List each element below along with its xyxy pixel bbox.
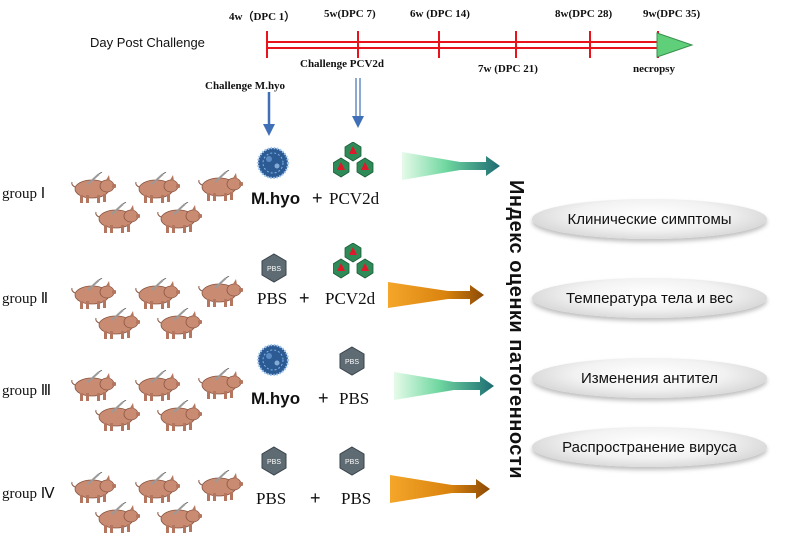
- challenge-mhyo-label: Challenge M.hyo: [205, 80, 286, 92]
- week-label-4w: 4w（DPC 1）: [229, 11, 296, 23]
- indicator-temperature-weight: Температура тела и вес: [532, 278, 767, 318]
- pig-icon: [94, 400, 140, 432]
- group-4-agent2: PBS: [341, 489, 372, 508]
- indicator-clinical-signs: Клинические симптомы: [532, 199, 767, 239]
- necropsy-label: necropsy: [633, 63, 675, 75]
- svg-text:PBS: PBS: [267, 266, 281, 273]
- group-3-arrow: [394, 372, 494, 400]
- group-4-plus: +: [310, 488, 321, 508]
- group-2-plus: +: [299, 288, 310, 308]
- pcv2d-challenge-arrow: [352, 78, 364, 128]
- pig-icon: [197, 368, 243, 400]
- pig-icon: [197, 170, 243, 202]
- timeline-axis-label: Day Post Challenge: [90, 35, 205, 50]
- group-4-agent1: PBS: [256, 489, 287, 508]
- group-2-agent2: PCV2d: [325, 289, 376, 308]
- group-2-pigs: [68, 256, 243, 341]
- challenge-pcv2d-label: Challenge PCV2d: [300, 58, 385, 70]
- group-3-agent1: M.hyo: [251, 389, 301, 408]
- group-2-arrow: [388, 282, 484, 308]
- pig-icon: [94, 202, 140, 234]
- group-2-agent1: PBS: [257, 289, 288, 308]
- week-label-7w: 7w (DPC 21): [478, 63, 538, 75]
- week-label-6w: 6w (DPC 14): [410, 8, 470, 20]
- timeline-arrowhead: [656, 32, 694, 58]
- pig-icon: [94, 308, 140, 340]
- svg-text:PBS: PBS: [345, 459, 359, 466]
- pig-icon: [156, 400, 202, 432]
- group-1-agent1: M.hyo: [251, 189, 301, 208]
- group-4-label: group Ⅳ: [2, 486, 55, 502]
- group-3-plus: +: [318, 388, 329, 408]
- pig-icon: [156, 308, 202, 340]
- pbs-icon: PBS: [339, 346, 365, 376]
- pcv2d-icon: [333, 243, 375, 279]
- group-2-label: group Ⅱ: [2, 291, 49, 307]
- pig-icon: [197, 276, 243, 308]
- week-label-9w: 9w(DPC 35): [643, 8, 701, 20]
- pig-icon: [134, 370, 180, 402]
- pig-icon: [70, 278, 116, 310]
- group-3-pigs: [68, 348, 243, 433]
- group-1-label: group Ⅰ: [2, 186, 46, 202]
- pig-icon: [70, 370, 116, 402]
- group-3-agent2: PBS: [339, 389, 370, 408]
- pathogenicity-index-title: Индекс оценки патогенности: [505, 180, 527, 480]
- group-3-label: group Ⅲ: [2, 383, 52, 399]
- svg-text:PBS: PBS: [267, 459, 281, 466]
- pig-icon: [70, 472, 116, 504]
- pbs-icon: PBS: [261, 446, 287, 476]
- mhyo-icon: [256, 343, 290, 377]
- group-1-arrow: [402, 152, 500, 180]
- group-4-arrow: [390, 475, 490, 503]
- week-label-8w: 8w(DPC 28): [555, 8, 613, 20]
- pbs-icon: PBS: [261, 253, 287, 283]
- pig-icon: [156, 502, 202, 534]
- pig-icon: [94, 502, 140, 534]
- mhyo-challenge-arrow: [263, 92, 275, 136]
- pig-icon: [134, 172, 180, 204]
- indicator-antibody-changes: Изменения антител: [532, 358, 767, 398]
- timeline-bar: [266, 31, 694, 58]
- pig-icon: [134, 472, 180, 504]
- pig-icon: [156, 202, 202, 234]
- group-4-pigs: [68, 450, 243, 535]
- group-1-agent2: PCV2d: [329, 189, 380, 208]
- pig-icon: [197, 470, 243, 502]
- group-1-plus: +: [312, 188, 323, 208]
- indicator-virus-spread: Распространение вируса: [532, 427, 767, 467]
- pig-icon: [70, 172, 116, 204]
- svg-text:PBS: PBS: [345, 359, 359, 366]
- pbs-icon: PBS: [339, 446, 365, 476]
- pcv2d-icon: [333, 142, 375, 178]
- group-1-pigs: [68, 150, 243, 235]
- week-label-5w: 5w(DPC 7): [324, 8, 376, 20]
- pig-icon: [134, 278, 180, 310]
- mhyo-icon: [256, 146, 290, 180]
